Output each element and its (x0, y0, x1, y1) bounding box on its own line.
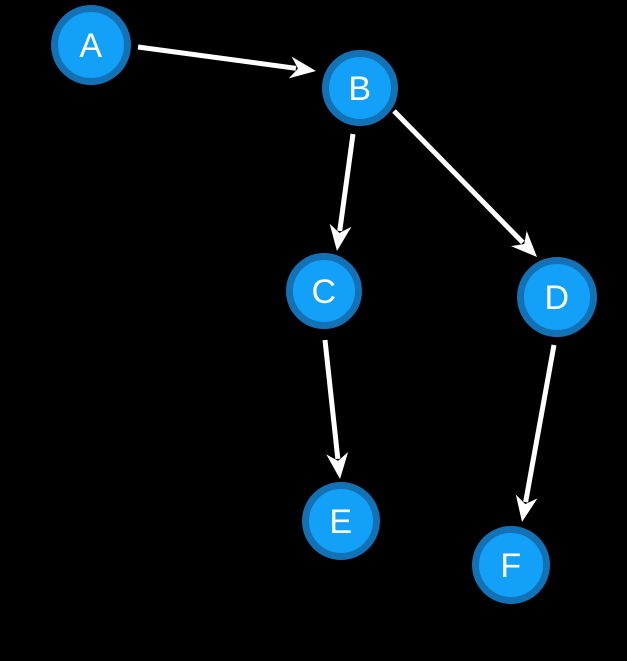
node-circle (51, 5, 131, 85)
edge-b-to-d[interactable] (392, 109, 537, 257)
edge-shaft (523, 344, 557, 503)
arrowhead-icon (288, 56, 316, 79)
edge-shaft (337, 133, 356, 232)
arrowhead-icon (329, 223, 352, 251)
graph-node-b[interactable]: B (322, 50, 398, 126)
graph-node-a[interactable]: A (51, 5, 131, 85)
edge-shaft (322, 339, 341, 460)
graph-node-e[interactable]: E (302, 482, 380, 560)
edge-b-to-c[interactable] (329, 133, 356, 251)
node-circle (286, 253, 362, 329)
edge-d-to-f[interactable] (515, 344, 557, 522)
arrowhead-icon (510, 230, 537, 257)
edges-layer (137, 44, 557, 522)
graph-node-c[interactable]: C (286, 253, 362, 329)
graph-node-d[interactable]: D (517, 257, 597, 337)
arrowhead-icon (326, 451, 349, 479)
node-circle (517, 257, 597, 337)
node-circle (322, 50, 398, 126)
node-circle (302, 482, 380, 560)
node-circle (472, 526, 550, 604)
edge-shaft (392, 109, 525, 245)
edge-shaft (137, 44, 297, 71)
graph-node-f[interactable]: F (472, 526, 550, 604)
arrowhead-icon (515, 494, 538, 522)
edge-c-to-e[interactable] (322, 339, 349, 479)
edge-a-to-b[interactable] (137, 44, 316, 79)
nodes-layer: A B C D E F (51, 5, 597, 604)
